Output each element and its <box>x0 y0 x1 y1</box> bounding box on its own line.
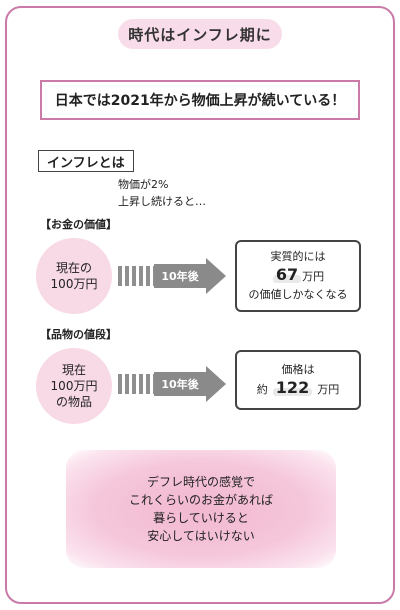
result-unit: 万円 <box>302 270 325 283</box>
result-unit: 万円 <box>317 383 340 396</box>
arrow-head-icon <box>206 258 226 294</box>
goods-result-box: 価格は 約 122 万円 <box>235 350 361 410</box>
goods-arrow: 10年後 <box>118 366 226 402</box>
warning-line: 暮らしていけると <box>153 511 249 525</box>
result-line: 価格は <box>281 363 315 376</box>
circle-line: 100万円 <box>50 379 98 393</box>
inflation-note: 物価が2% 上昇し続けると… <box>118 176 206 210</box>
headline-box: 日本では2021年から物価上昇が続いている！ <box>40 80 360 120</box>
arrow-stripes <box>118 374 154 394</box>
money-section-label: 【お金の価値】 <box>40 218 117 231</box>
money-current-circle: 現在の 100万円 <box>36 238 112 314</box>
section-tag: インフレとは <box>38 150 134 172</box>
headline-text: 日本では2021年から物価上昇が続いている！ <box>54 93 346 109</box>
warning-box: デフレ時代の感覚で これくらいのお金があれば 暮らしていけると 安心してはいけな… <box>66 450 336 568</box>
note-line: 上昇し続けると… <box>118 195 206 208</box>
result-value: 122 <box>272 378 313 397</box>
circle-line: 現在 <box>61 363 86 377</box>
arrow-label: 10年後 <box>154 264 206 288</box>
warning-line: デフレ時代の感覚で <box>146 475 255 489</box>
result-value-row: 67 万円 <box>272 266 324 286</box>
note-line: 物価が2% <box>118 178 169 191</box>
result-line: の価値しかなくなる <box>248 288 348 301</box>
money-result-box: 実質的には 67 万円 の価値しかなくなる <box>235 240 361 312</box>
money-arrow: 10年後 <box>118 258 226 294</box>
goods-current-circle: 現在 100万円 の物品 <box>36 348 112 424</box>
goods-section-label: 【品物の値段】 <box>40 328 117 341</box>
arrow-stripes <box>118 266 154 286</box>
page-title: 時代はインフレ期に <box>118 19 282 49</box>
result-value-row: 約 122 万円 <box>257 379 339 399</box>
circle-line: 現在の <box>55 261 92 275</box>
warning-line: 安心してはいけない <box>147 529 255 543</box>
result-value: 67 <box>272 265 302 284</box>
result-line: 実質的には <box>270 250 326 263</box>
warning-line: これくらいのお金があれば <box>128 493 273 507</box>
circle-line: 100万円 <box>50 277 98 291</box>
arrow-head-icon <box>206 366 226 402</box>
circle-line: の物品 <box>55 395 92 409</box>
arrow-label: 10年後 <box>154 372 206 396</box>
result-prefix: 約 <box>256 383 268 396</box>
